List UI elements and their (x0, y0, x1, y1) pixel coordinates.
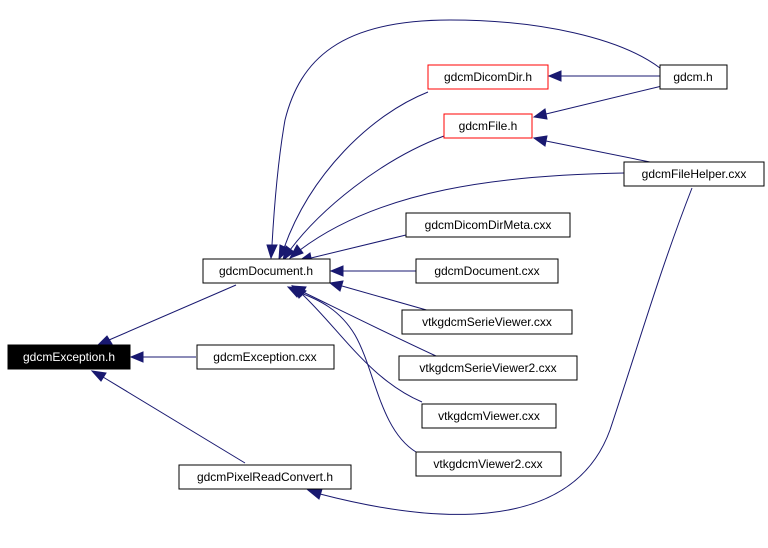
node-label: vtkgdcmViewer2.cxx (433, 457, 542, 471)
edge-filehelper-cxx-to-pixelreadconvert-h (306, 187, 693, 515)
node-label: gdcmException.h (23, 350, 115, 364)
node-label: gdcmPixelReadConvert.h (197, 470, 333, 484)
node-gdcm-pixel-read-convert-h[interactable]: gdcmPixelReadConvert.h (178, 464, 352, 490)
edge-gdcm-h-to-dicomdir-h (547, 70, 660, 82)
edge-serieviewer-cxx-to-document-h (328, 280, 431, 312)
edge-filehelper-cxx-to-file-h (532, 135, 651, 163)
node-gdcm-document-h[interactable]: gdcmDocument.h (202, 258, 331, 284)
node-label: gdcmDicomDir.h (444, 70, 532, 84)
edge-document-h-to-exception-h (95, 284, 237, 347)
node-gdcm-file-helper-cxx[interactable]: gdcmFileHelper.cxx (623, 161, 765, 187)
node-label: gdcmDocument.cxx (434, 264, 539, 278)
edge-filehelper-cxx-to-document-h (288, 172, 625, 259)
node-vtkgdcm-viewer-cxx[interactable]: vtkgdcmViewer.cxx (421, 403, 557, 429)
graph-edges (90, 19, 693, 515)
edge-document-cxx-to-document-h (329, 265, 416, 277)
node-vtkgdcm-serie-viewer2-cxx[interactable]: vtkgdcmSerieViewer2.cxx (398, 355, 578, 381)
node-label: gdcmFile.h (459, 119, 518, 133)
node-gdcm-dicom-dir-h[interactable]: gdcmDicomDir.h (427, 64, 549, 90)
node-gdcm-exception-h[interactable]: gdcmException.h (7, 344, 131, 370)
node-gdcm-file-h[interactable]: gdcmFile.h (443, 113, 533, 139)
node-gdcm-h[interactable]: gdcm.h (659, 64, 728, 90)
edge-gdcm-h-to-document-h (266, 19, 661, 260)
edge-file-h-to-document-h (282, 135, 445, 262)
node-vtkgdcm-serie-viewer-cxx[interactable]: vtkgdcmSerieViewer.cxx (401, 309, 573, 335)
graph-nodes: gdcmException.h gdcmDocument.h gdcmExcep… (7, 64, 765, 490)
node-label: gdcmDocument.h (219, 264, 313, 278)
edge-viewer2-cxx-to-document-h (286, 286, 417, 453)
node-label: gdcmException.cxx (213, 350, 316, 364)
node-gdcm-exception-cxx[interactable]: gdcmException.cxx (196, 344, 335, 370)
node-label: gdcm.h (673, 70, 712, 84)
node-label: gdcmFileHelper.cxx (642, 167, 747, 181)
node-label: gdcmDicomDirMeta.cxx (425, 218, 552, 232)
edge-pixelreadconvert-h-to-exception-h (90, 370, 246, 464)
node-gdcm-document-cxx[interactable]: gdcmDocument.cxx (415, 258, 559, 284)
node-label: vtkgdcmSerieViewer2.cxx (419, 361, 556, 375)
edge-exception-cxx-to-exception-h (129, 351, 196, 363)
node-label: vtkgdcmViewer.cxx (438, 409, 540, 423)
node-gdcm-dicom-dir-meta-cxx[interactable]: gdcmDicomDirMeta.cxx (405, 212, 571, 238)
node-label: vtkgdcmSerieViewer.cxx (422, 315, 552, 329)
node-vtkgdcm-viewer2-cxx[interactable]: vtkgdcmViewer2.cxx (415, 451, 562, 477)
edge-gdcm-h-to-file-h (532, 85, 663, 120)
